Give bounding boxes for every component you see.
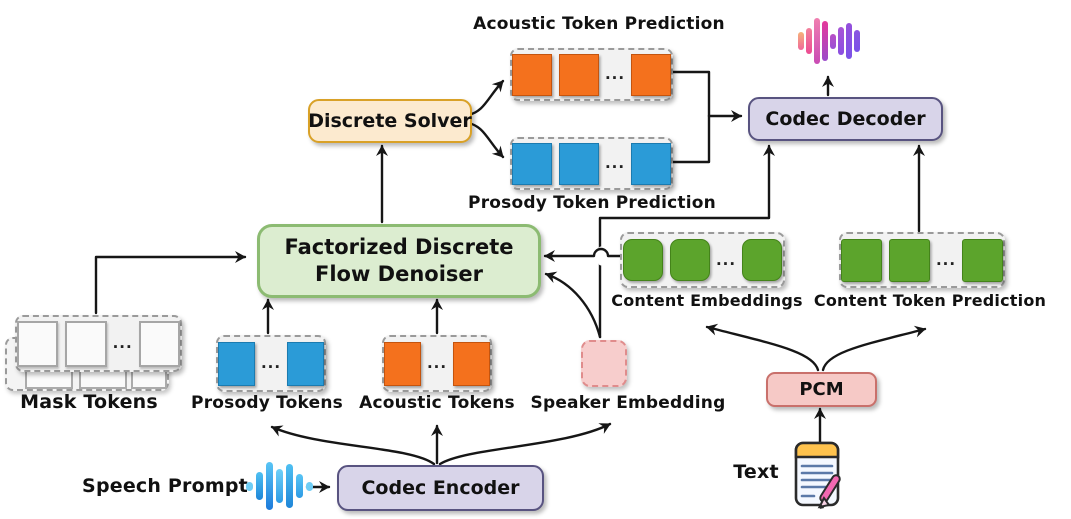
content-embeddings-label: Content Embeddings [611,291,803,310]
prosody-token-square [512,142,552,185]
edge-mask-to-denoiser [94,251,247,315]
denoiser-box: Factorized Discrete Flow Denoiser [257,224,541,298]
output-waveform-icon [798,12,860,70]
pcm-label: PCM [799,379,844,400]
mask-tokens-label: Mask Tokens [20,391,158,413]
edge-content-emb-to-denoiser [543,247,622,262]
content-token-square [888,238,930,282]
content-token-square [841,238,882,282]
content-embeddings-group: ... [620,232,785,288]
acoustic-tokens-label: Acoustic Tokens [359,393,515,413]
content-token-prediction-group: ... [839,232,1005,288]
prosody-token-prediction-label: Prosody Token Prediction [468,193,716,213]
denoiser-label-line2: Flow Denoiser [314,262,484,286]
edge-solver-to-acoustic-tp [466,79,505,117]
mask-token-square [138,320,180,367]
codec-encoder-label: Codec Encoder [361,477,520,499]
token-ellipsis: ... [112,334,133,352]
prosody-token-prediction-group: ... [510,137,673,190]
prosody-token-square [218,341,255,386]
edge-acoustic-tp-merge [667,70,711,118]
token-ellipsis: ... [715,250,737,269]
speaker-embedding-label: Speaker Embedding [530,393,726,413]
mask-token-square [17,320,59,367]
discrete-solver-label: Discrete Solver [308,110,472,132]
acoustic-token-square [453,341,490,386]
speaker-embedding-box [581,340,627,387]
prosody-tokens-label: Prosody Tokens [191,393,343,413]
acoustic-token-square [558,53,599,96]
pcm-box: PCM [766,372,877,407]
edge-pcm-to-content-emb [705,323,820,372]
prosody-token-square [631,142,672,185]
speech-prompt-label: Speech Prompt [82,475,248,497]
denoiser-label-line1: Factorized Discrete [284,234,514,259]
content-embedding-square [622,239,663,281]
token-ellipsis: ... [935,250,957,269]
text-input-label: Text [733,461,779,483]
edge-prosody-tp-merge [667,114,711,164]
codec-decoder-box: Codec Decoder [748,97,943,141]
prosody-token-square [558,142,599,185]
acoustic-token-square [512,53,552,96]
acoustic-token-square [384,341,421,386]
edge-speaker-to-denoiser [544,271,602,339]
codec-decoder-label: Codec Decoder [765,108,926,130]
acoustic-tokens-group: ... [382,335,492,392]
acoustic-token-prediction-group: ... [510,48,673,101]
prosody-tokens-group: ... [216,335,326,392]
edge-solver-to-prosody-tp [466,121,505,159]
edge-pcm-to-content-tp [821,325,927,372]
speech-waveform-icon [246,458,313,514]
mask-tokens-group: ... [15,315,182,372]
token-ellipsis: ... [604,65,626,83]
denoiser-label: Factorized Discrete Flow Denoiser [284,234,513,289]
discrete-solver-box: Discrete Solver [308,99,472,143]
content-token-prediction-label: Content Token Prediction [813,291,1047,310]
content-embedding-square [742,239,783,281]
token-ellipsis: ... [426,354,448,372]
mask-token-square [65,320,107,367]
content-token-square [962,238,1004,282]
content-embedding-square [669,239,710,281]
token-ellipsis: ... [260,354,282,372]
prosody-token-square [287,341,324,386]
codec-encoder-box: Codec Encoder [337,465,544,511]
text-note-icon [792,440,846,518]
acoustic-token-square [631,53,672,96]
acoustic-token-prediction-label: Acoustic Token Prediction [473,14,725,34]
edge-encoder-to-speaker [438,422,612,466]
token-ellipsis: ... [604,154,626,172]
